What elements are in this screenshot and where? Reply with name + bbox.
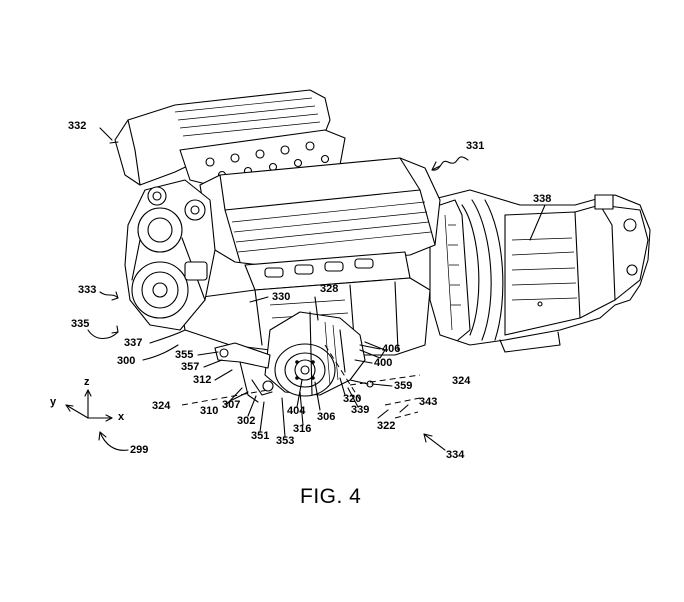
ref-label-302: 302 [237, 415, 256, 427]
leader-lines [87, 127, 546, 451]
ref-label-334: 334 [446, 449, 465, 461]
ref-label-306: 306 [317, 411, 336, 423]
axis-label-x: x [118, 411, 125, 423]
ref-label-343: 343 [419, 396, 438, 408]
figure-caption: FIG. 4 [300, 485, 362, 508]
ref-label-320: 320 [343, 393, 362, 405]
ref-label-328: 328 [320, 283, 339, 295]
ref-label-404: 404 [287, 405, 306, 417]
ref-label-307: 307 [222, 399, 241, 411]
ref-label-312: 312 [193, 374, 212, 386]
ref-label-355: 355 [175, 349, 194, 361]
ref-label-359: 359 [394, 380, 413, 392]
ref-label-300: 300 [117, 355, 136, 367]
ref-label-324-right: 324 [452, 375, 471, 387]
ref-label-406: 406 [382, 343, 401, 355]
ref-label-351: 351 [251, 430, 270, 442]
dashed-reference-lines [181, 344, 421, 419]
ref-label-357: 357 [181, 361, 200, 373]
ref-label-339: 339 [351, 404, 370, 416]
ref-label-400: 400 [374, 357, 393, 369]
ref-label-333: 333 [78, 284, 97, 296]
ref-label-337: 337 [124, 337, 143, 349]
ref-label-353: 353 [276, 435, 295, 447]
engine-block [114, 89, 441, 356]
ref-label-332: 332 [68, 120, 87, 132]
ref-label-316: 316 [293, 423, 312, 435]
transmission-housing [429, 189, 651, 353]
exhaust-port-slots [264, 258, 374, 278]
ref-label-338: 338 [533, 193, 552, 205]
ref-label-310: 310 [200, 405, 219, 417]
axis-label-z: z [84, 376, 90, 388]
ref-label-330: 330 [272, 291, 291, 303]
ref-label-299: 299 [130, 444, 149, 456]
axis-label-y: y [50, 396, 57, 408]
ref-label-335: 335 [71, 318, 90, 330]
ref-label-324-left: 324 [152, 400, 171, 412]
ref-label-331: 331 [466, 140, 485, 152]
ref-label-322: 322 [377, 420, 396, 432]
starter-motor [214, 311, 386, 403]
coordinate-axes [65, 389, 113, 422]
